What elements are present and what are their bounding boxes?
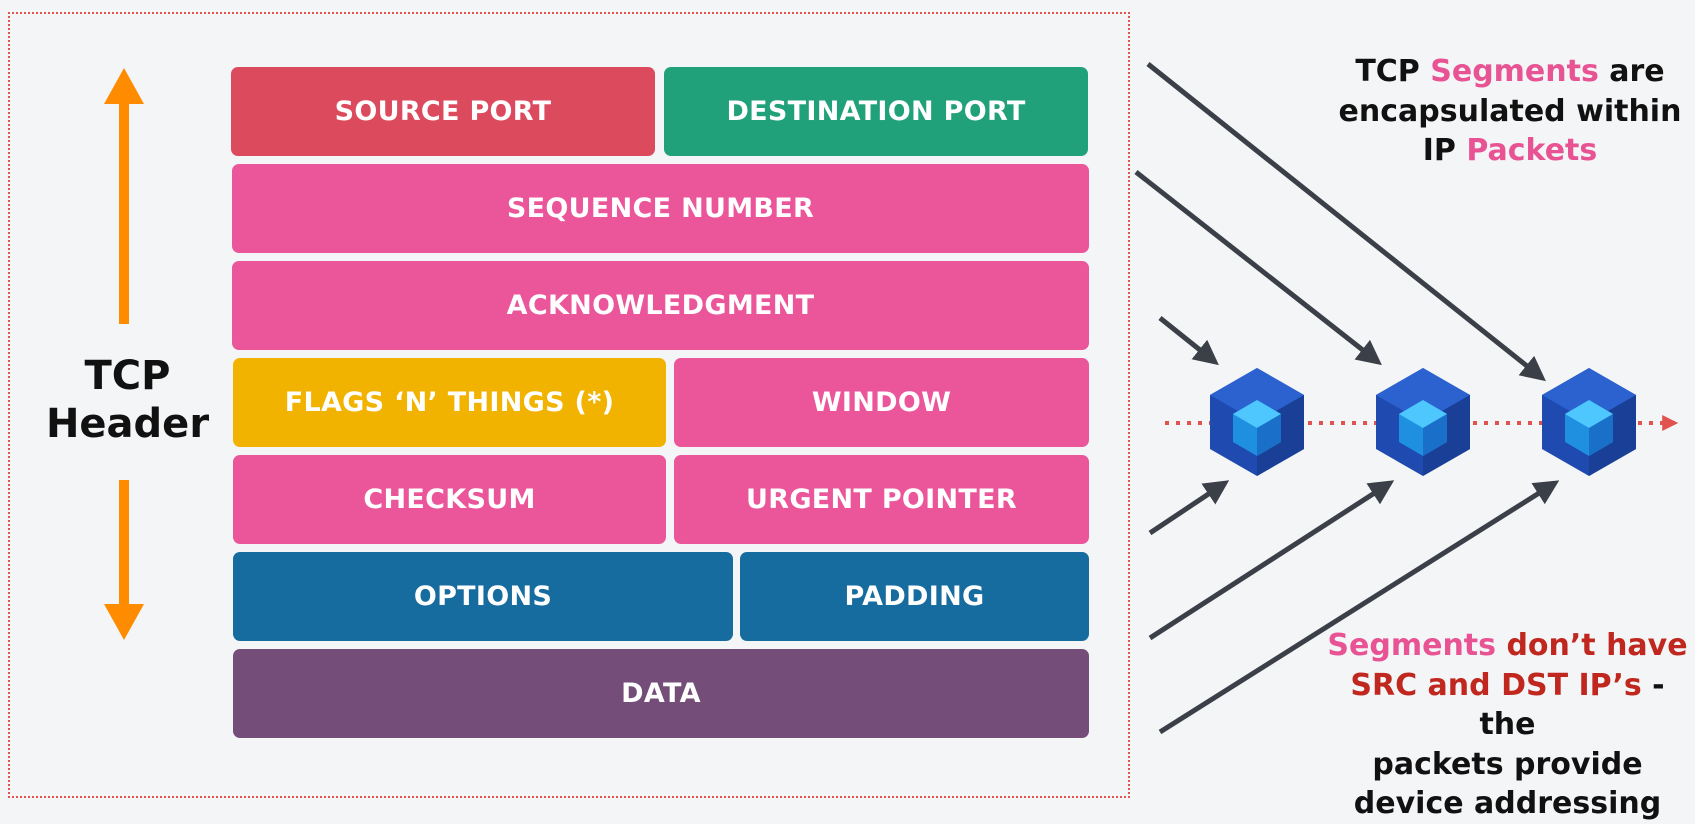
field-flags: FLAGS ‘N’ THINGS (*) <box>233 358 666 447</box>
header-span-arrows <box>104 68 144 640</box>
tcp-header-frame <box>8 12 1130 798</box>
down-arrow-icon <box>104 480 144 640</box>
arrow-top-2 <box>1134 170 1382 366</box>
up-arrow-icon <box>104 68 144 324</box>
field-data: DATA <box>233 649 1089 738</box>
field-urgent-pointer: URGENT POINTER <box>674 455 1089 544</box>
caption-encapsulation: TCP Segments are encapsulated within IP … <box>1338 54 1682 169</box>
packet-cube-icon <box>1542 368 1636 476</box>
field-acknowledgment: ACKNOWLEDGMENT <box>232 261 1089 350</box>
field-padding: PADDING <box>740 552 1089 641</box>
packet-cube-icon <box>1210 368 1304 476</box>
arrow-top-1 <box>1158 316 1219 366</box>
field-source-port: SOURCE PORT <box>231 67 655 156</box>
encapsulation-diagram <box>1134 62 1679 735</box>
arrow-bottom-1 <box>1148 480 1230 536</box>
tcp-header-label: TCP Header <box>45 353 210 447</box>
field-destination-port: DESTINATION PORT <box>664 67 1088 156</box>
field-checksum: CHECKSUM <box>233 455 666 544</box>
field-window: WINDOW <box>674 358 1089 447</box>
field-sequence-number: SEQUENCE NUMBER <box>232 164 1089 253</box>
arrow-top-3 <box>1146 62 1546 382</box>
field-options: OPTIONS <box>233 552 733 641</box>
caption-addressing: Segments don’t have SRC and DST IP’s - t… <box>1327 628 1688 822</box>
arrow-bottom-2 <box>1148 480 1395 641</box>
arrow-bottom-3 <box>1158 480 1560 735</box>
packet-cube-icon <box>1376 368 1470 476</box>
